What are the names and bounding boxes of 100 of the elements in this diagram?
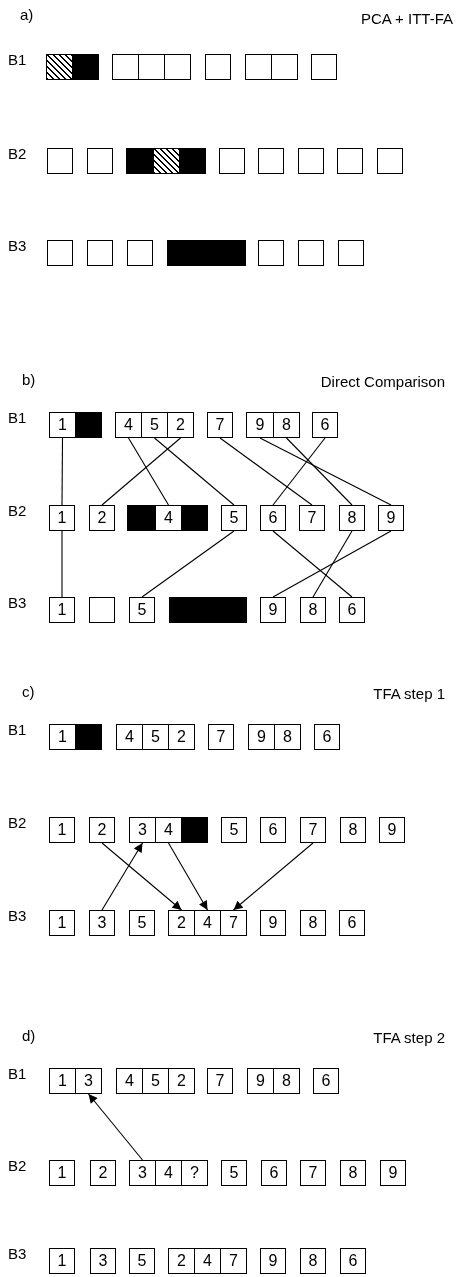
empty-box: [258, 148, 284, 174]
arrow: [101, 842, 144, 911]
number-box: 5: [129, 597, 155, 623]
number-box: 1: [49, 597, 75, 623]
number-box: 4: [194, 910, 221, 936]
number-box: 9: [378, 505, 404, 531]
hatched-block: [46, 54, 73, 80]
connector-line: [61, 530, 63, 598]
number-box: 6: [339, 597, 365, 623]
number-box: 1: [49, 1068, 76, 1094]
number-box: 7: [207, 1068, 233, 1094]
filled-block: [127, 505, 156, 531]
number-box: 5: [142, 1068, 169, 1094]
number-box: 7: [299, 505, 325, 531]
number-box: 9: [260, 910, 286, 936]
number-box: 7: [300, 817, 326, 843]
empty-box: [47, 148, 73, 174]
connector-line: [61, 437, 64, 506]
empty-box: [87, 240, 113, 266]
number-box: 7: [208, 724, 234, 750]
number-box: 6: [313, 1068, 339, 1094]
empty-box: [205, 54, 231, 80]
number-box: 4: [155, 505, 182, 531]
number-box: 5: [129, 1248, 155, 1274]
row-label: B3: [8, 237, 27, 255]
connector-line: [101, 437, 182, 506]
panel-letter: d): [22, 1027, 36, 1045]
panel-letter: b): [22, 371, 36, 389]
arrow: [232, 842, 314, 911]
hatched-block: [153, 148, 180, 174]
connector-line: [141, 530, 235, 598]
number-box: 2: [89, 817, 115, 843]
number-box: 1: [49, 724, 76, 750]
number-box: 6: [314, 724, 340, 750]
empty-box: [337, 148, 363, 174]
connector-line: [272, 437, 326, 506]
number-box: 6: [261, 1160, 287, 1186]
number-box: 2: [168, 1248, 195, 1274]
connector-line: [312, 530, 353, 598]
number-box: 6: [312, 412, 338, 438]
row-label: B1: [8, 409, 27, 427]
number-box: 3: [129, 817, 156, 843]
number-box: 5: [129, 910, 155, 936]
number-box: 2: [90, 1160, 116, 1186]
arrow: [101, 842, 183, 911]
filled-block: [75, 724, 102, 750]
number-box: 1: [49, 910, 75, 936]
connector-line: [219, 437, 313, 506]
number-box: 8: [300, 1248, 326, 1274]
empty-box: [127, 240, 153, 266]
row-label: B1: [8, 1065, 27, 1083]
number-box: 9: [247, 1068, 274, 1094]
number-box: 7: [220, 910, 247, 936]
number-box: 3: [90, 1248, 116, 1274]
number-box: 5: [141, 412, 168, 438]
empty-box: [298, 240, 324, 266]
number-box: 4: [155, 1160, 182, 1186]
number-box: 6: [339, 910, 365, 936]
number-box: 9: [379, 817, 405, 843]
number-box: 9: [248, 724, 275, 750]
empty-box: [298, 148, 324, 174]
empty-box: [89, 597, 115, 623]
row-label: B1: [8, 721, 27, 739]
number-box: 2: [168, 910, 195, 936]
arrow: [167, 842, 209, 911]
connector-line: [153, 437, 235, 506]
number-box: 4: [115, 412, 142, 438]
number-box: 8: [274, 724, 301, 750]
filled-block: [75, 412, 102, 438]
panel-title: TFA step 2: [373, 1029, 445, 1047]
empty-box: [258, 240, 284, 266]
number-box: 5: [221, 1160, 247, 1186]
number-box: 5: [221, 505, 247, 531]
empty-box: [377, 148, 403, 174]
row-label: B2: [8, 145, 27, 163]
number-box: 3: [89, 910, 115, 936]
number-box: 5: [221, 817, 247, 843]
filled-block: [181, 817, 208, 843]
number-box: 2: [168, 724, 195, 750]
number-box: 8: [340, 817, 366, 843]
number-box: 9: [380, 1160, 406, 1186]
connector-line: [272, 530, 353, 598]
number-box: 8: [300, 910, 326, 936]
filled-block: [126, 148, 154, 174]
filled-block: [181, 505, 208, 531]
number-box: 9: [246, 412, 274, 438]
connector-line: [285, 437, 353, 506]
filled-block: [169, 597, 247, 623]
panel-letter: a): [20, 6, 34, 24]
panel-title: PCA + ITT-FA: [360, 10, 453, 28]
row-label: B2: [8, 1157, 27, 1175]
number-box: 1: [49, 505, 75, 531]
number-box: 4: [194, 1248, 221, 1274]
number-box: 8: [273, 1068, 300, 1094]
number-box: 1: [49, 1160, 75, 1186]
empty-box: [87, 148, 113, 174]
connector-line: [127, 437, 170, 506]
connector-line: [272, 530, 392, 598]
empty-box: [311, 54, 337, 80]
number-box: 5: [142, 724, 169, 750]
